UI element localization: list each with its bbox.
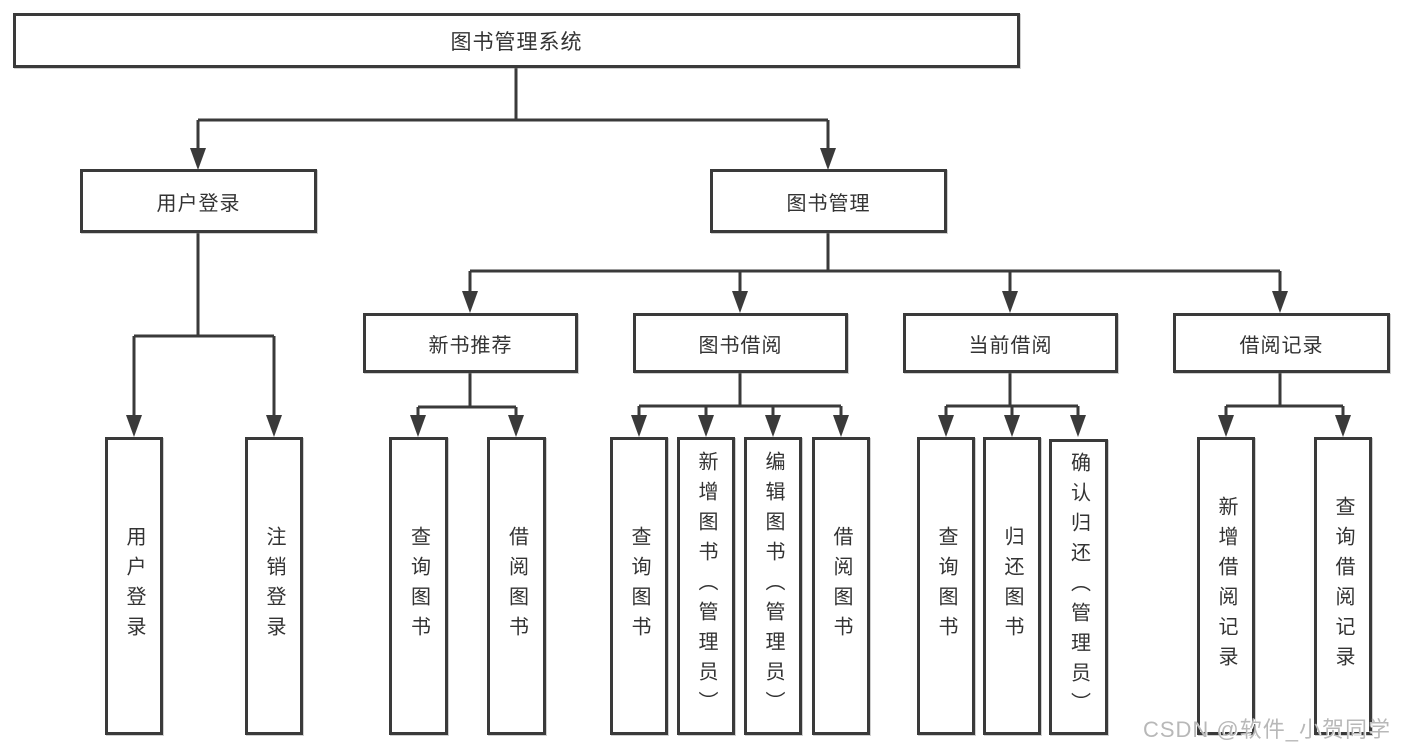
- arrow-icon: [508, 415, 524, 437]
- csdn-watermark: CSDN @软件_小贺同学: [1142, 717, 1391, 742]
- leaf-label: 确认归还（管理员）: [1067, 452, 1090, 722]
- arrow-icon: [938, 415, 954, 437]
- leaf-label: 注销登录: [263, 526, 285, 646]
- node-book-borrow: 图书借阅: [633, 313, 848, 373]
- arrow-icon: [1004, 415, 1020, 437]
- node-root: 图书管理系统: [13, 13, 1020, 68]
- leaf-label: 编辑图书（管理员）: [762, 451, 784, 721]
- arrow-icon: [732, 291, 748, 313]
- leaf-return-books: 归还图书: [983, 437, 1041, 735]
- connector-newbooks-to-leaves: [416, 373, 518, 417]
- leaf-confirm-return-admin: 确认归还（管理员）: [1049, 439, 1108, 735]
- leaf-query-books-1: 查询图书: [389, 437, 448, 735]
- leaf-edit-books-admin: 编辑图书（管理员）: [744, 437, 802, 735]
- leaf-label: 查询图书: [407, 526, 430, 646]
- leaf-logout: 注销登录: [245, 437, 303, 735]
- connector-borrowrecords-to-leaves: [1224, 373, 1345, 417]
- node-current-borrow-label: 当前借阅: [968, 334, 1053, 357]
- node-root-label: 图书管理系统: [450, 30, 583, 54]
- connector-root-to-level2: [196, 68, 830, 150]
- arrow-icon: [765, 415, 781, 437]
- arrow-icon: [190, 148, 206, 170]
- leaf-add-books-admin: 新增图书（管理员）: [677, 437, 735, 735]
- node-book-management: 图书管理: [710, 169, 947, 233]
- leaf-label: 查询图书: [935, 526, 957, 646]
- node-new-book-recommend: 新书推荐: [363, 313, 578, 373]
- leaf-query-books-3: 查询图书: [917, 437, 975, 735]
- leaf-query-borrow-record: 查询借阅记录: [1314, 437, 1372, 735]
- leaf-label: 查询借阅记录: [1332, 496, 1354, 676]
- arrow-icon: [1335, 415, 1351, 437]
- leaf-label: 新增图书（管理员）: [695, 451, 717, 721]
- connector-bookmgmt-to-level3: [468, 233, 1282, 293]
- arrow-icon: [1272, 291, 1288, 313]
- leaf-label: 新增借阅记录: [1215, 496, 1237, 676]
- node-borrow-records-label: 借阅记录: [1239, 334, 1324, 357]
- leaf-add-borrow-record: 新增借阅记录: [1197, 437, 1255, 735]
- arrowheads: [126, 148, 1351, 437]
- arrow-icon: [698, 415, 714, 437]
- leaf-user-login: 用户登录: [105, 437, 163, 735]
- arrow-icon: [1218, 415, 1234, 437]
- node-book-management-label: 图书管理: [786, 192, 871, 215]
- node-user-login-label: 用户登录: [156, 192, 241, 215]
- connector-paths: [132, 68, 1345, 417]
- leaf-label: 查询图书: [628, 526, 650, 646]
- arrow-icon: [1070, 415, 1086, 437]
- arrow-icon: [410, 415, 426, 437]
- node-current-borrow: 当前借阅: [903, 313, 1118, 373]
- leaf-borrow-books-2: 借阅图书: [812, 437, 870, 735]
- node-user-login: 用户登录: [80, 169, 317, 233]
- arrow-icon: [462, 291, 478, 313]
- connector-bookborrow-to-leaves: [637, 373, 843, 417]
- arrow-icon: [1002, 291, 1018, 313]
- arrow-icon: [266, 415, 282, 437]
- leaf-label: 借阅图书: [505, 526, 528, 646]
- leaf-query-books-2: 查询图书: [610, 437, 668, 735]
- leaf-borrow-books-1: 借阅图书: [487, 437, 546, 735]
- leaf-label: 借阅图书: [830, 526, 852, 646]
- arrow-icon: [833, 415, 849, 437]
- connector-userlogin-to-leaves: [132, 233, 276, 417]
- leaf-label: 归还图书: [1001, 526, 1023, 646]
- node-new-book-recommend-label: 新书推荐: [428, 334, 513, 357]
- connector-currentborrow-to-leaves: [944, 373, 1080, 417]
- leaf-label: 用户登录: [123, 526, 145, 646]
- arrow-icon: [126, 415, 142, 437]
- arrow-icon: [631, 415, 647, 437]
- arrow-icon: [820, 148, 836, 170]
- node-book-borrow-label: 图书借阅: [698, 334, 783, 357]
- node-borrow-records: 借阅记录: [1173, 313, 1390, 373]
